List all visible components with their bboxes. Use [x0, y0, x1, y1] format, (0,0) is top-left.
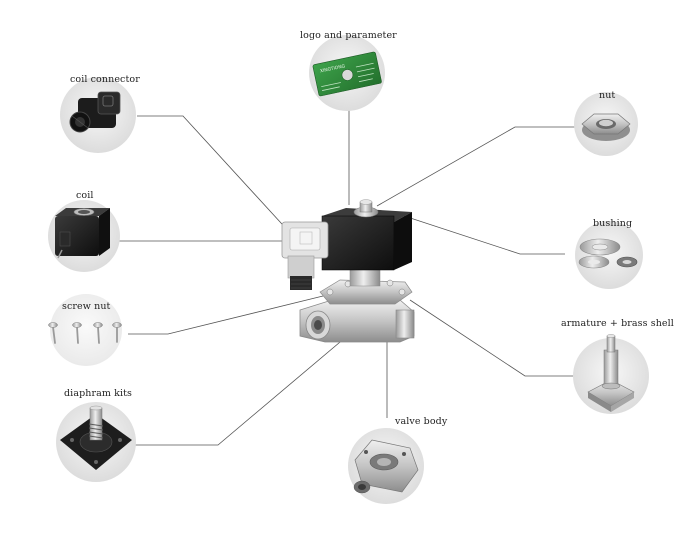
leader-armature: [409, 299, 575, 377]
armature-thumbnail: [573, 334, 649, 414]
leader-nut: [376, 126, 575, 207]
assembled-solenoid-valve: [281, 199, 415, 343]
label-screw-nut: screw nut: [62, 301, 111, 312]
leader-coil-connector: [137, 115, 293, 236]
label-logo-and-parameter: logo and parameter: [300, 30, 397, 41]
bushing-thumbnail: [575, 221, 643, 289]
plate-brand-text: XINGTIONG: [319, 63, 346, 74]
label-coil-connector: coil connector: [70, 74, 140, 85]
label-coil: coil: [76, 190, 94, 201]
leader-diaphragm: [130, 309, 379, 446]
coil-connector-thumbnail: [60, 77, 136, 153]
valve-body-thumbnail: [348, 428, 424, 504]
leader-bushing: [391, 211, 565, 255]
coil-thumbnail: [48, 200, 120, 272]
nut-thumbnail: [574, 92, 638, 156]
label-diaphragm-kits: diaphram kits: [64, 388, 133, 399]
label-nut: nut: [599, 90, 616, 101]
label-armature-brass-shell: armature + brass shell: [561, 318, 674, 329]
label-valve-body: valve body: [395, 416, 448, 427]
leader-screw-nut: [128, 295, 324, 335]
diaphragm-thumbnail: [56, 402, 136, 482]
logo-plate-thumbnail: XINGTIONG: [309, 35, 385, 111]
label-bushing: bushing: [593, 218, 633, 229]
leader-lines: [118, 108, 575, 446]
screw-nut-thumbnail: [48, 294, 122, 366]
